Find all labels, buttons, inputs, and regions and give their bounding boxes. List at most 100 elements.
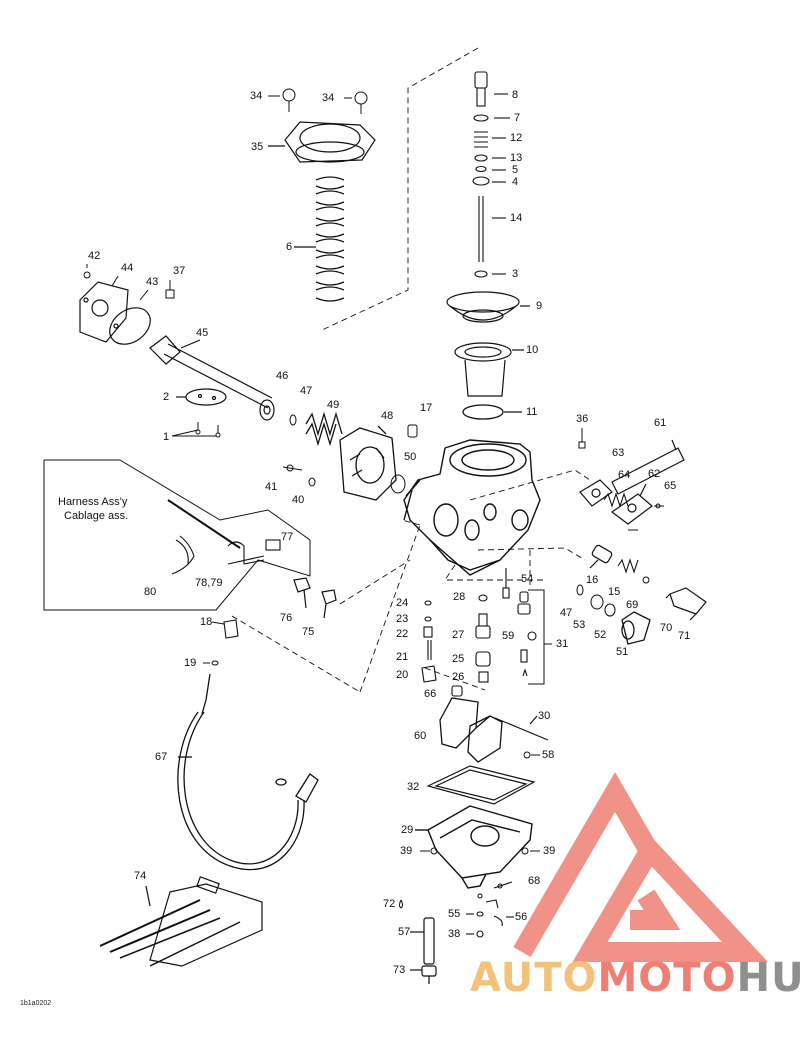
callout-43: 43: [146, 276, 159, 288]
float-bowl-29: [415, 805, 533, 889]
callout-62: 62: [648, 468, 661, 480]
callout-8: 8: [512, 89, 519, 101]
callout-67: 67: [155, 751, 168, 763]
callout-60: 60: [414, 730, 427, 742]
callout-30: 30: [538, 710, 551, 722]
tool-kit-74: [99, 876, 263, 967]
callout-55: 55: [448, 908, 461, 920]
callout-52: 52: [594, 629, 607, 641]
bracket-31: [528, 589, 552, 685]
callout-54: 54: [521, 573, 534, 585]
callout-51: 51: [616, 646, 629, 658]
callout-32: 32: [407, 781, 420, 793]
callout-37: 37: [173, 265, 186, 277]
plunger-16: [589, 544, 613, 569]
callout-40: 40: [292, 494, 305, 506]
callout-26: 26: [452, 671, 465, 683]
callout-34: 34: [322, 92, 335, 104]
jet-parts-right: [517, 591, 537, 677]
callout-47: 47: [560, 607, 573, 619]
screw-34-left: [268, 88, 296, 112]
watermark-auto: AUTO: [470, 955, 598, 1001]
callout-39: 39: [400, 845, 413, 857]
screws-1: [171, 422, 221, 438]
callout-74: 74: [134, 870, 147, 882]
callout-59: 59: [502, 630, 515, 642]
gasket-32: [426, 765, 536, 805]
callout-12: 12: [510, 132, 523, 144]
screw-36: [578, 428, 586, 449]
callout-57: 57: [398, 926, 411, 938]
ring-50: [390, 474, 406, 494]
callout-65: 65: [664, 480, 677, 492]
callout-29: 29: [401, 824, 414, 836]
callout-72: 72: [383, 898, 396, 910]
callout-6: 6: [286, 241, 293, 253]
dashed-guide-lines: [231, 47, 591, 693]
callout-39: 39: [543, 845, 556, 857]
spring-49: [305, 411, 343, 447]
washer-47b: [576, 584, 584, 596]
callout-44: 44: [121, 262, 134, 274]
screw-65: [628, 503, 664, 531]
callout-58: 58: [542, 749, 555, 761]
carburetor-body: [403, 439, 541, 576]
jet-parts-center: [451, 594, 491, 697]
sensor-76: [293, 577, 311, 609]
callout-22: 22: [396, 628, 409, 640]
callout-49: 49: [327, 399, 340, 411]
callout-56: 56: [515, 911, 528, 923]
callout-38: 38: [448, 928, 461, 940]
nut-37: [165, 280, 175, 299]
callout-53: 53: [573, 619, 586, 631]
callout-11: 11: [526, 406, 538, 418]
washer-47: [289, 414, 297, 426]
adjuster-18: [211, 619, 239, 639]
callout-10: 10: [526, 344, 539, 356]
harness-box-frame: [43, 459, 311, 611]
callout-4: 4: [512, 176, 519, 188]
callout-20: 20: [396, 669, 409, 681]
fitting-73: [410, 965, 437, 984]
float-60: [439, 697, 503, 763]
rod-61: [611, 439, 685, 495]
ring-53: [590, 594, 604, 610]
throttle-shaft-45: [149, 335, 273, 409]
figure-code: 1b1a0202: [20, 1000, 52, 1007]
top-cover-35: [268, 121, 376, 163]
callout-5: 5: [512, 164, 519, 176]
callout-1: 1: [163, 431, 170, 443]
callout-19: 19: [184, 657, 197, 669]
pin-30: [494, 715, 549, 741]
screw-58: [523, 751, 540, 759]
ring-52: [604, 603, 616, 617]
callout-35: 35: [251, 141, 264, 153]
callout-25: 25: [452, 653, 465, 665]
spring-15: [617, 558, 639, 574]
callout-61: 61: [654, 417, 667, 429]
sleeve-51: [621, 611, 651, 645]
callout-16: 16: [586, 574, 599, 586]
o-ring-11: [462, 404, 522, 420]
harness-label-fr: Cablage ass.: [64, 510, 129, 522]
callout-36: 36: [576, 413, 589, 425]
ring-19: [203, 660, 219, 666]
bushing-46: [259, 399, 275, 421]
callout-69: 69: [626, 599, 639, 611]
watermark-hub: HUB: [736, 955, 800, 1001]
screw-41-40: [282, 464, 316, 487]
watermark-moto: MOTO: [597, 955, 737, 1001]
watermark-text: AUTOMOTOHUB: [470, 956, 800, 1000]
callout-14: 14: [510, 212, 523, 224]
clip-69: [642, 576, 650, 584]
callout-7: 7: [514, 112, 521, 124]
callout-24: 24: [396, 597, 409, 609]
harness-parts: [167, 499, 281, 575]
cap-70-71: [665, 587, 707, 621]
harness-label-en: Harness Ass'y: [58, 496, 128, 508]
callout-75: 75: [302, 626, 315, 638]
callout-78-79: 78,79: [195, 577, 223, 589]
callout-64: 64: [618, 469, 631, 481]
screws-39: [420, 847, 540, 855]
